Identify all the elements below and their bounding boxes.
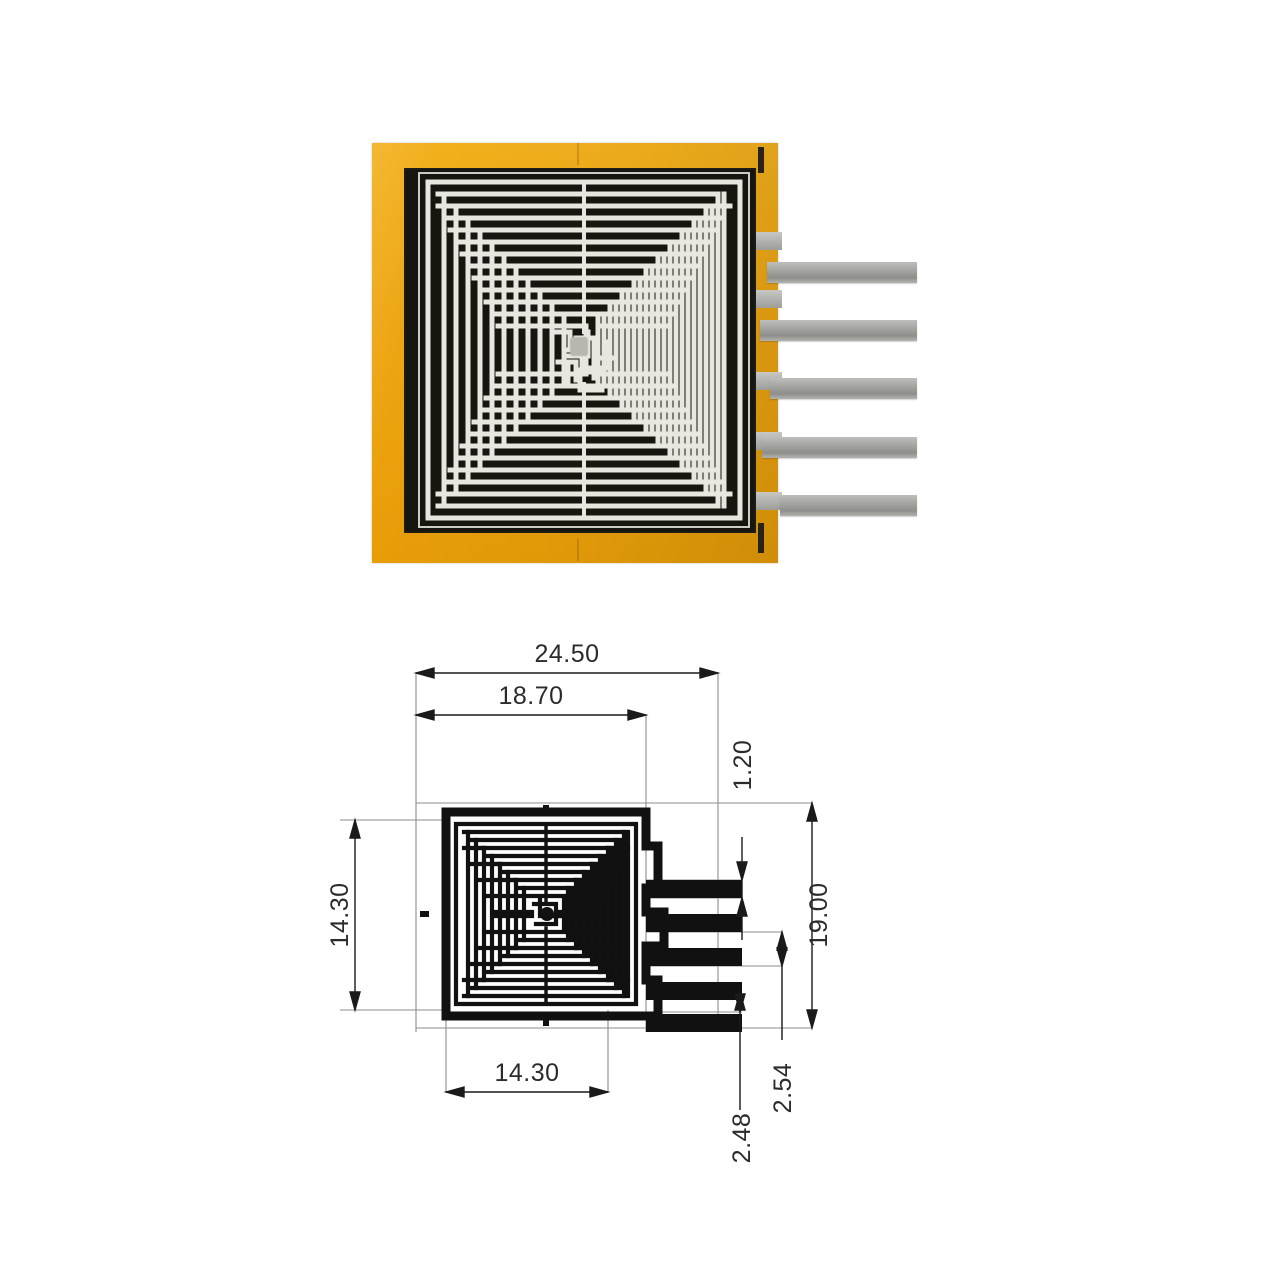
drawing-pin-1: [646, 880, 742, 898]
drawing-pin-4: [646, 982, 742, 1000]
drawing-pin-3: [646, 948, 742, 966]
sensor-pin-3: [770, 378, 917, 399]
sensor-photo-figure: [372, 143, 917, 563]
dim-pin-width: 1.20: [729, 740, 757, 791]
dim-overall-height: 19.00: [805, 882, 833, 947]
sensor-pin-2: [760, 320, 917, 341]
substrate-notch-top-right: [758, 147, 764, 173]
dim-pin-gap: 2.48: [728, 1113, 756, 1164]
dim-overall-width: 24.50: [534, 640, 599, 668]
dimension-drawing-figure: 24.50 18.70 14.30 14.30 1.20 19.00 2.54 …: [0, 640, 1280, 1280]
fiducial-left: [420, 911, 429, 917]
drawing-pin-5: [646, 1014, 742, 1032]
dim-substrate-width: 18.70: [498, 682, 563, 710]
interdigitated-electrode-pattern: [425, 179, 743, 521]
substrate-seam-top: [577, 143, 579, 165]
part-outline: [420, 805, 742, 1032]
drawing-center-pad: [540, 907, 554, 921]
pin-root-2: [756, 290, 782, 308]
drawing-pin-2: [646, 914, 742, 932]
pin-root-1: [756, 232, 782, 250]
center-contact-pad: [570, 337, 588, 356]
dim-pin-pitch: 2.54: [769, 1063, 797, 1114]
pin-root-5: [756, 492, 782, 510]
drawing-electrode-maze: [453, 821, 639, 1007]
sensor-pin-5: [780, 495, 917, 516]
sensor-pin-4: [762, 437, 917, 458]
dimension-lines: [349, 667, 818, 1110]
fiducial-top: [543, 805, 549, 814]
substrate-seam-bottom: [577, 539, 579, 561]
fiducial-bottom: [543, 1017, 549, 1026]
sensing-area-border: [418, 172, 750, 528]
sensor-pin-1: [767, 262, 917, 283]
substrate-notch-bottom-right: [758, 523, 764, 553]
dim-sense-height: 14.30: [326, 882, 354, 947]
dim-sense-width: 14.30: [494, 1059, 559, 1087]
